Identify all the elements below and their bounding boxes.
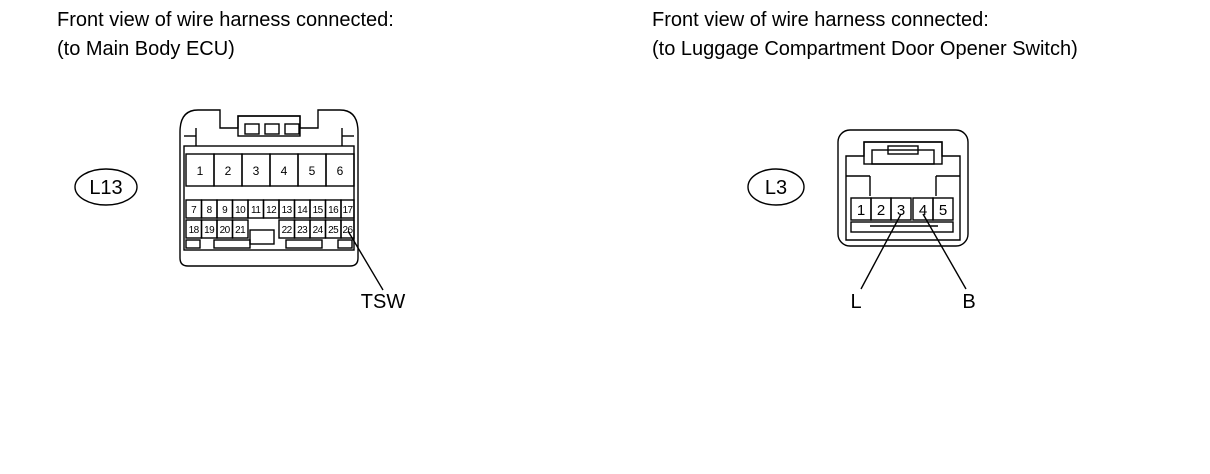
- l-terminal-label: L: [850, 291, 861, 313]
- l13-pin-label: 4: [281, 164, 288, 178]
- l3-pin-cell: [932, 197, 954, 221]
- l13-pin-label: 25: [328, 225, 339, 236]
- l13-pin-label: 2: [225, 164, 232, 178]
- l3-pin-label: 2: [877, 202, 885, 219]
- l13-latch-nub-left: [244, 123, 260, 135]
- l13-outline: [179, 109, 359, 267]
- l13-pin-label: 17: [342, 205, 353, 216]
- right-caption-line1: Front view of wire harness connected:: [652, 9, 989, 31]
- l3-pin-label: 3: [897, 202, 905, 219]
- l13-pin-label: 3: [253, 164, 260, 178]
- l13-pin-cell: [340, 219, 355, 239]
- l13-pin-label: 13: [282, 205, 293, 216]
- tsw-terminal-label: TSW: [361, 291, 406, 313]
- l3-latch-inner: [871, 149, 935, 165]
- b-terminal-label: B: [962, 291, 975, 313]
- l13-pin-label: 15: [313, 205, 324, 216]
- l13-latch-nub-right: [284, 123, 300, 135]
- l3-pin-cell: [890, 197, 912, 221]
- l13-foot: [185, 239, 201, 249]
- l3-connector: [747, 129, 969, 290]
- l13-foot: [337, 239, 353, 249]
- l3-id-ellipse: [747, 168, 805, 206]
- l3-pin-label: 5: [939, 202, 947, 219]
- l13-pin-label: 16: [328, 205, 339, 216]
- l13-foot: [285, 239, 323, 249]
- l3-pin-label: 4: [919, 202, 927, 219]
- l13-pin-label: 9: [222, 205, 228, 216]
- l13-pin-label: 19: [204, 225, 215, 236]
- l13-connector: [74, 109, 384, 291]
- l13-pin-label: 11: [251, 205, 261, 216]
- l3-bottom-rail: [850, 221, 954, 233]
- l13-key-slot: [249, 229, 275, 245]
- l13-pin-label: 21: [235, 225, 246, 236]
- l3-l-leader: [860, 213, 902, 290]
- l3-b-leader: [922, 213, 967, 290]
- l13-connector-id: L13: [89, 177, 122, 199]
- l13-pin-cell: [325, 153, 355, 187]
- l13-inner-frame: [183, 145, 355, 251]
- l13-foot: [213, 239, 251, 249]
- l13-tsw-leader: [347, 230, 384, 291]
- l13-pin-label: 26: [342, 225, 353, 236]
- right-caption-line2: (to Luggage Compartment Door Opener Swit…: [652, 38, 1078, 60]
- l13-pin-label: 5: [309, 164, 316, 178]
- l13-pin-cell: [231, 219, 249, 239]
- l13-pin-label: 14: [297, 205, 308, 216]
- l13-pin-label: 1: [197, 164, 204, 178]
- l13-latch: [237, 115, 301, 137]
- l3-connector-id: L3: [765, 177, 787, 199]
- l13-id-ellipse: [74, 168, 138, 206]
- l13-pin-label: 6: [337, 164, 344, 178]
- l13-pin-cell: [340, 199, 355, 219]
- l13-pin-label: 24: [313, 225, 324, 236]
- l3-latch-tab: [887, 145, 919, 155]
- left-caption-line2: (to Main Body ECU): [57, 38, 235, 60]
- l13-pin-label: 23: [297, 225, 308, 236]
- l3-pin-label: 1: [857, 202, 865, 219]
- l13-pin-label: 20: [220, 225, 231, 236]
- left-caption: Front view of wire harness connected: (t…: [57, 6, 394, 64]
- l3-outline: [837, 129, 969, 247]
- l13-pin-label: 10: [235, 205, 246, 216]
- left-caption-line1: Front view of wire harness connected:: [57, 9, 394, 31]
- l13-pin-label: 22: [282, 225, 293, 236]
- l13-latch-nub-mid: [264, 123, 280, 135]
- right-caption: Front view of wire harness connected: (t…: [652, 6, 1078, 64]
- l13-pin-label: 8: [207, 205, 213, 216]
- l13-pin-label: 12: [266, 205, 277, 216]
- l13-pin-label: 7: [191, 205, 197, 216]
- l13-pin-label: 18: [189, 225, 200, 236]
